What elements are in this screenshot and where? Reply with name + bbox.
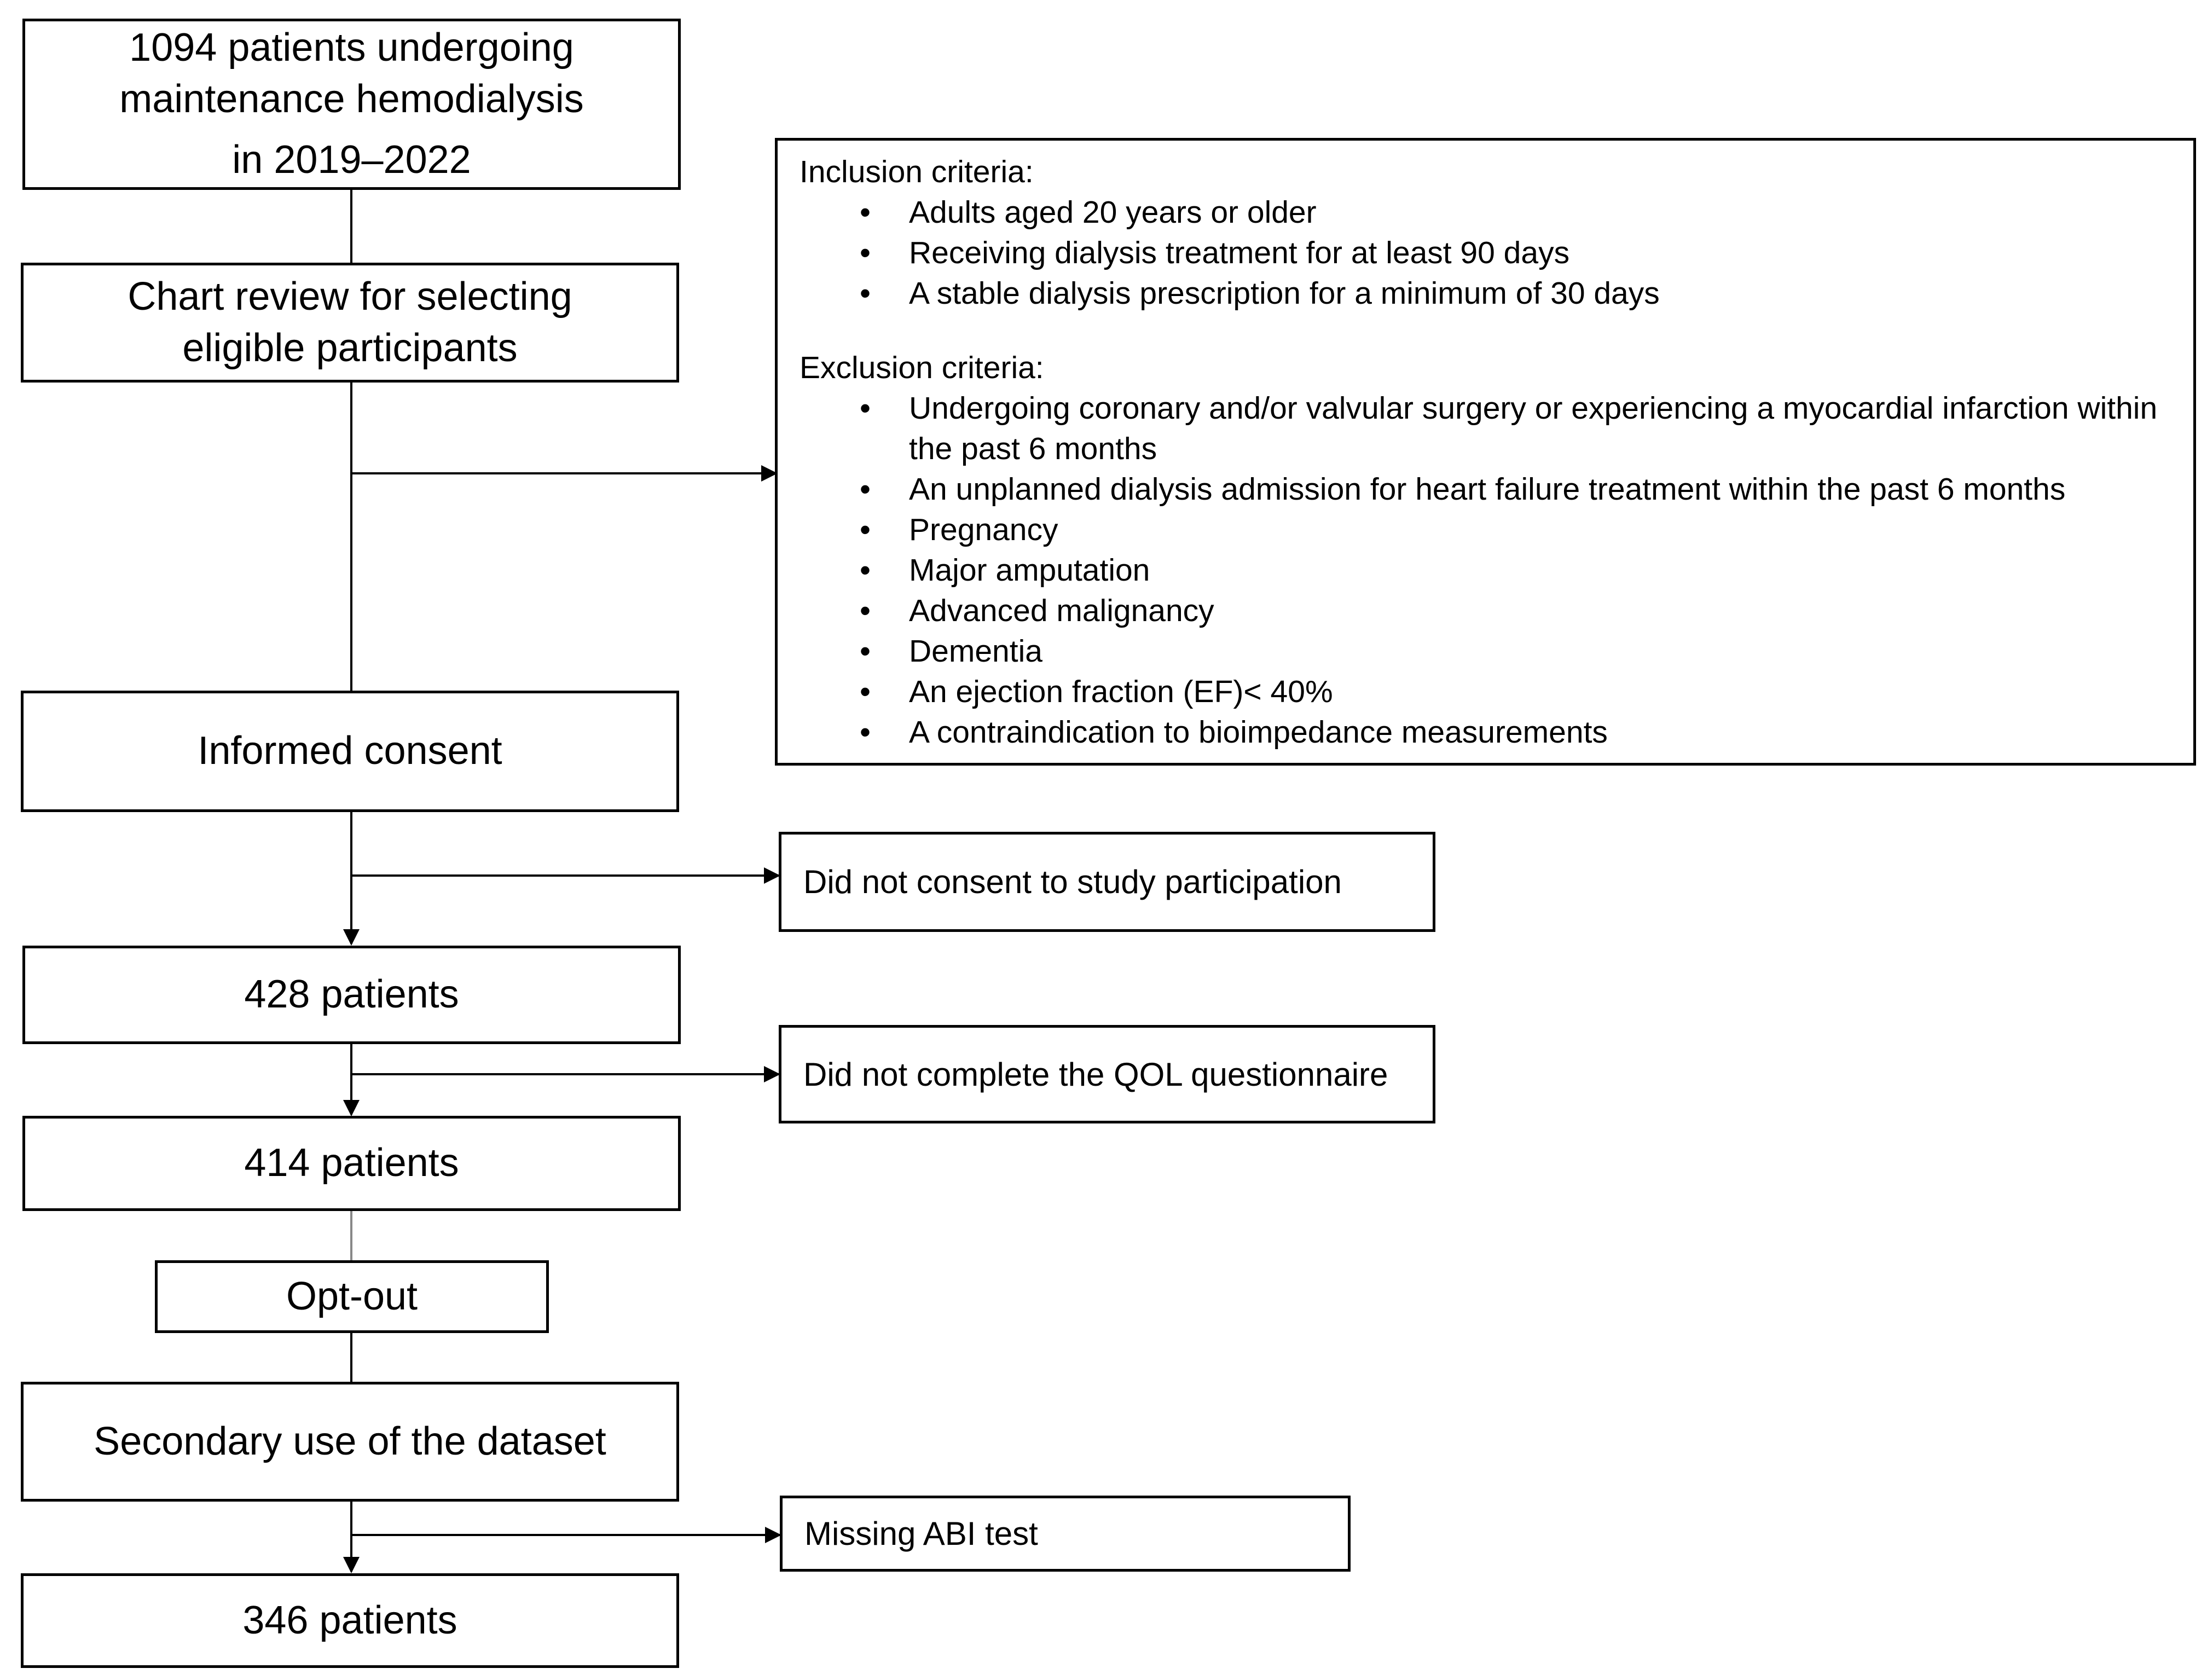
n428-label: 428 patients — [244, 972, 459, 1017]
inclusion-criteria-list: Adults aged 20 years or older Receiving … — [800, 192, 2171, 314]
box-informed-consent: Informed consent — [21, 691, 679, 812]
box-428-patients: 428 patients — [22, 946, 681, 1044]
did-not-complete-qol-label: Did not complete the QOL questionnaire — [803, 1056, 1388, 1093]
start-line-2: maintenance hemodialysis — [119, 77, 584, 121]
exclusion-item: Advanced malignancy — [800, 590, 2171, 631]
n414-label: 414 patients — [244, 1141, 459, 1185]
informed-consent-label: Informed consent — [198, 729, 502, 773]
exclusion-criteria-list: Undergoing coronary and/or valvular surg… — [800, 388, 2171, 752]
box-346-patients: 346 patients — [21, 1573, 679, 1668]
exclusion-item: Undergoing coronary and/or valvular surg… — [800, 388, 2171, 469]
secondary-use-label: Secondary use of the dataset — [94, 1419, 606, 1463]
exclusion-item: Major amputation — [800, 550, 2171, 590]
missing-abi-label: Missing ABI test — [804, 1515, 1038, 1552]
exclusion-criteria-title: Exclusion criteria: — [800, 350, 1044, 385]
criteria-box: Inclusion criteria: Adults aged 20 years… — [775, 138, 2196, 766]
exclusion-item: An unplanned dialysis admission for hear… — [800, 469, 2171, 509]
start-line-3: in 2019–2022 — [232, 138, 471, 182]
inclusion-item: A stable dialysis prescription for a min… — [800, 273, 2171, 314]
did-not-consent-label: Did not consent to study participation — [803, 864, 1342, 900]
chart-review-line-2: eligible participants — [182, 326, 518, 370]
inclusion-criteria-title: Inclusion criteria: — [800, 154, 1034, 189]
start-line-1: 1094 patients undergoing — [129, 26, 574, 70]
box-414-patients: 414 patients — [22, 1116, 681, 1211]
n346-label: 346 patients — [242, 1598, 457, 1642]
box-opt-out: Opt-out — [155, 1260, 549, 1333]
exclusion-item: Pregnancy — [800, 509, 2171, 550]
exclusion-item: An ejection fraction (EF)< 40% — [800, 671, 2171, 712]
inclusion-item: Adults aged 20 years or older — [800, 192, 2171, 233]
chart-review-line-1: Chart review for selecting — [128, 274, 572, 318]
box-start-1094-patients: 1094 patients undergoing maintenance hem… — [22, 19, 681, 190]
box-chart-review: Chart review for selecting eligible part… — [21, 263, 679, 383]
opt-out-label: Opt-out — [286, 1274, 418, 1318]
box-did-not-consent: Did not consent to study participation — [779, 832, 1435, 932]
box-missing-abi: Missing ABI test — [780, 1496, 1351, 1572]
box-secondary-use: Secondary use of the dataset — [21, 1382, 679, 1502]
box-did-not-complete-qol: Did not complete the QOL questionnaire — [779, 1025, 1435, 1123]
exclusion-item: Dementia — [800, 631, 2171, 671]
inclusion-item: Receiving dialysis treatment for at leas… — [800, 233, 2171, 273]
exclusion-item: A contraindication to bioimpedance measu… — [800, 712, 2171, 752]
